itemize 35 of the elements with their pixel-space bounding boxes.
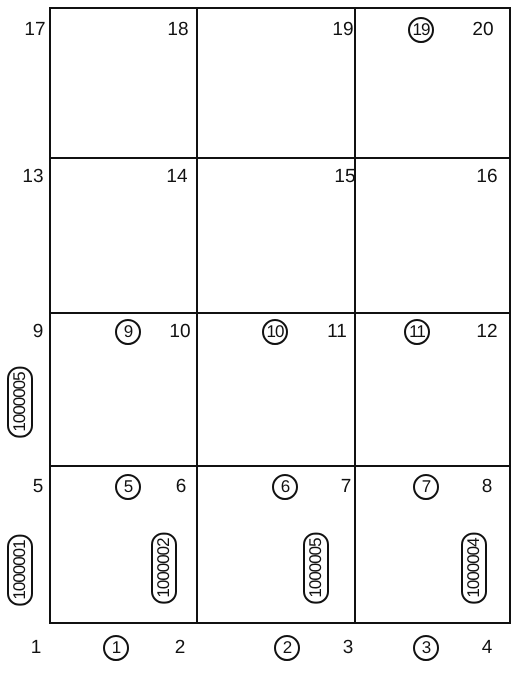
node-number: 2 bbox=[174, 637, 186, 659]
node-number: 20 bbox=[472, 19, 494, 41]
node-number: 3 bbox=[342, 637, 354, 659]
node-number: 4 bbox=[482, 637, 492, 659]
node-number: 12 bbox=[476, 321, 498, 343]
node-number: 16 bbox=[476, 166, 498, 188]
node-number: 9 bbox=[32, 321, 44, 343]
node-number: 19 bbox=[332, 19, 354, 41]
node-number: 10 bbox=[169, 321, 191, 343]
id-label: 1000005 bbox=[303, 532, 329, 604]
element-number: 7 bbox=[413, 474, 439, 500]
element-number: 19 bbox=[408, 17, 434, 43]
element-number: 3 bbox=[413, 635, 439, 661]
node-number: 8 bbox=[482, 476, 492, 498]
node-number: 17 bbox=[24, 19, 46, 41]
id-label: 1000001 bbox=[7, 534, 33, 606]
node-number: 11 bbox=[327, 321, 347, 343]
node-number: 13 bbox=[22, 166, 44, 188]
id-label: 1000004 bbox=[461, 532, 487, 604]
id-label: 1000005 bbox=[7, 366, 33, 438]
element-number: 2 bbox=[274, 635, 300, 661]
node-number: 14 bbox=[166, 166, 188, 188]
element-number: 10 bbox=[262, 319, 288, 345]
node-number: 7 bbox=[340, 476, 352, 498]
node-number: 5 bbox=[32, 476, 44, 498]
node-number: 1 bbox=[30, 637, 42, 659]
element-number: 6 bbox=[272, 474, 298, 500]
element-number: 11 bbox=[404, 319, 430, 345]
id-label: 1000002 bbox=[151, 532, 177, 604]
element-number: 5 bbox=[115, 474, 141, 500]
node-number: 6 bbox=[176, 476, 186, 498]
element-number: 9 bbox=[115, 319, 141, 345]
element-number: 1 bbox=[103, 635, 129, 661]
node-number: 15 bbox=[334, 166, 356, 188]
node-number: 18 bbox=[167, 19, 189, 41]
